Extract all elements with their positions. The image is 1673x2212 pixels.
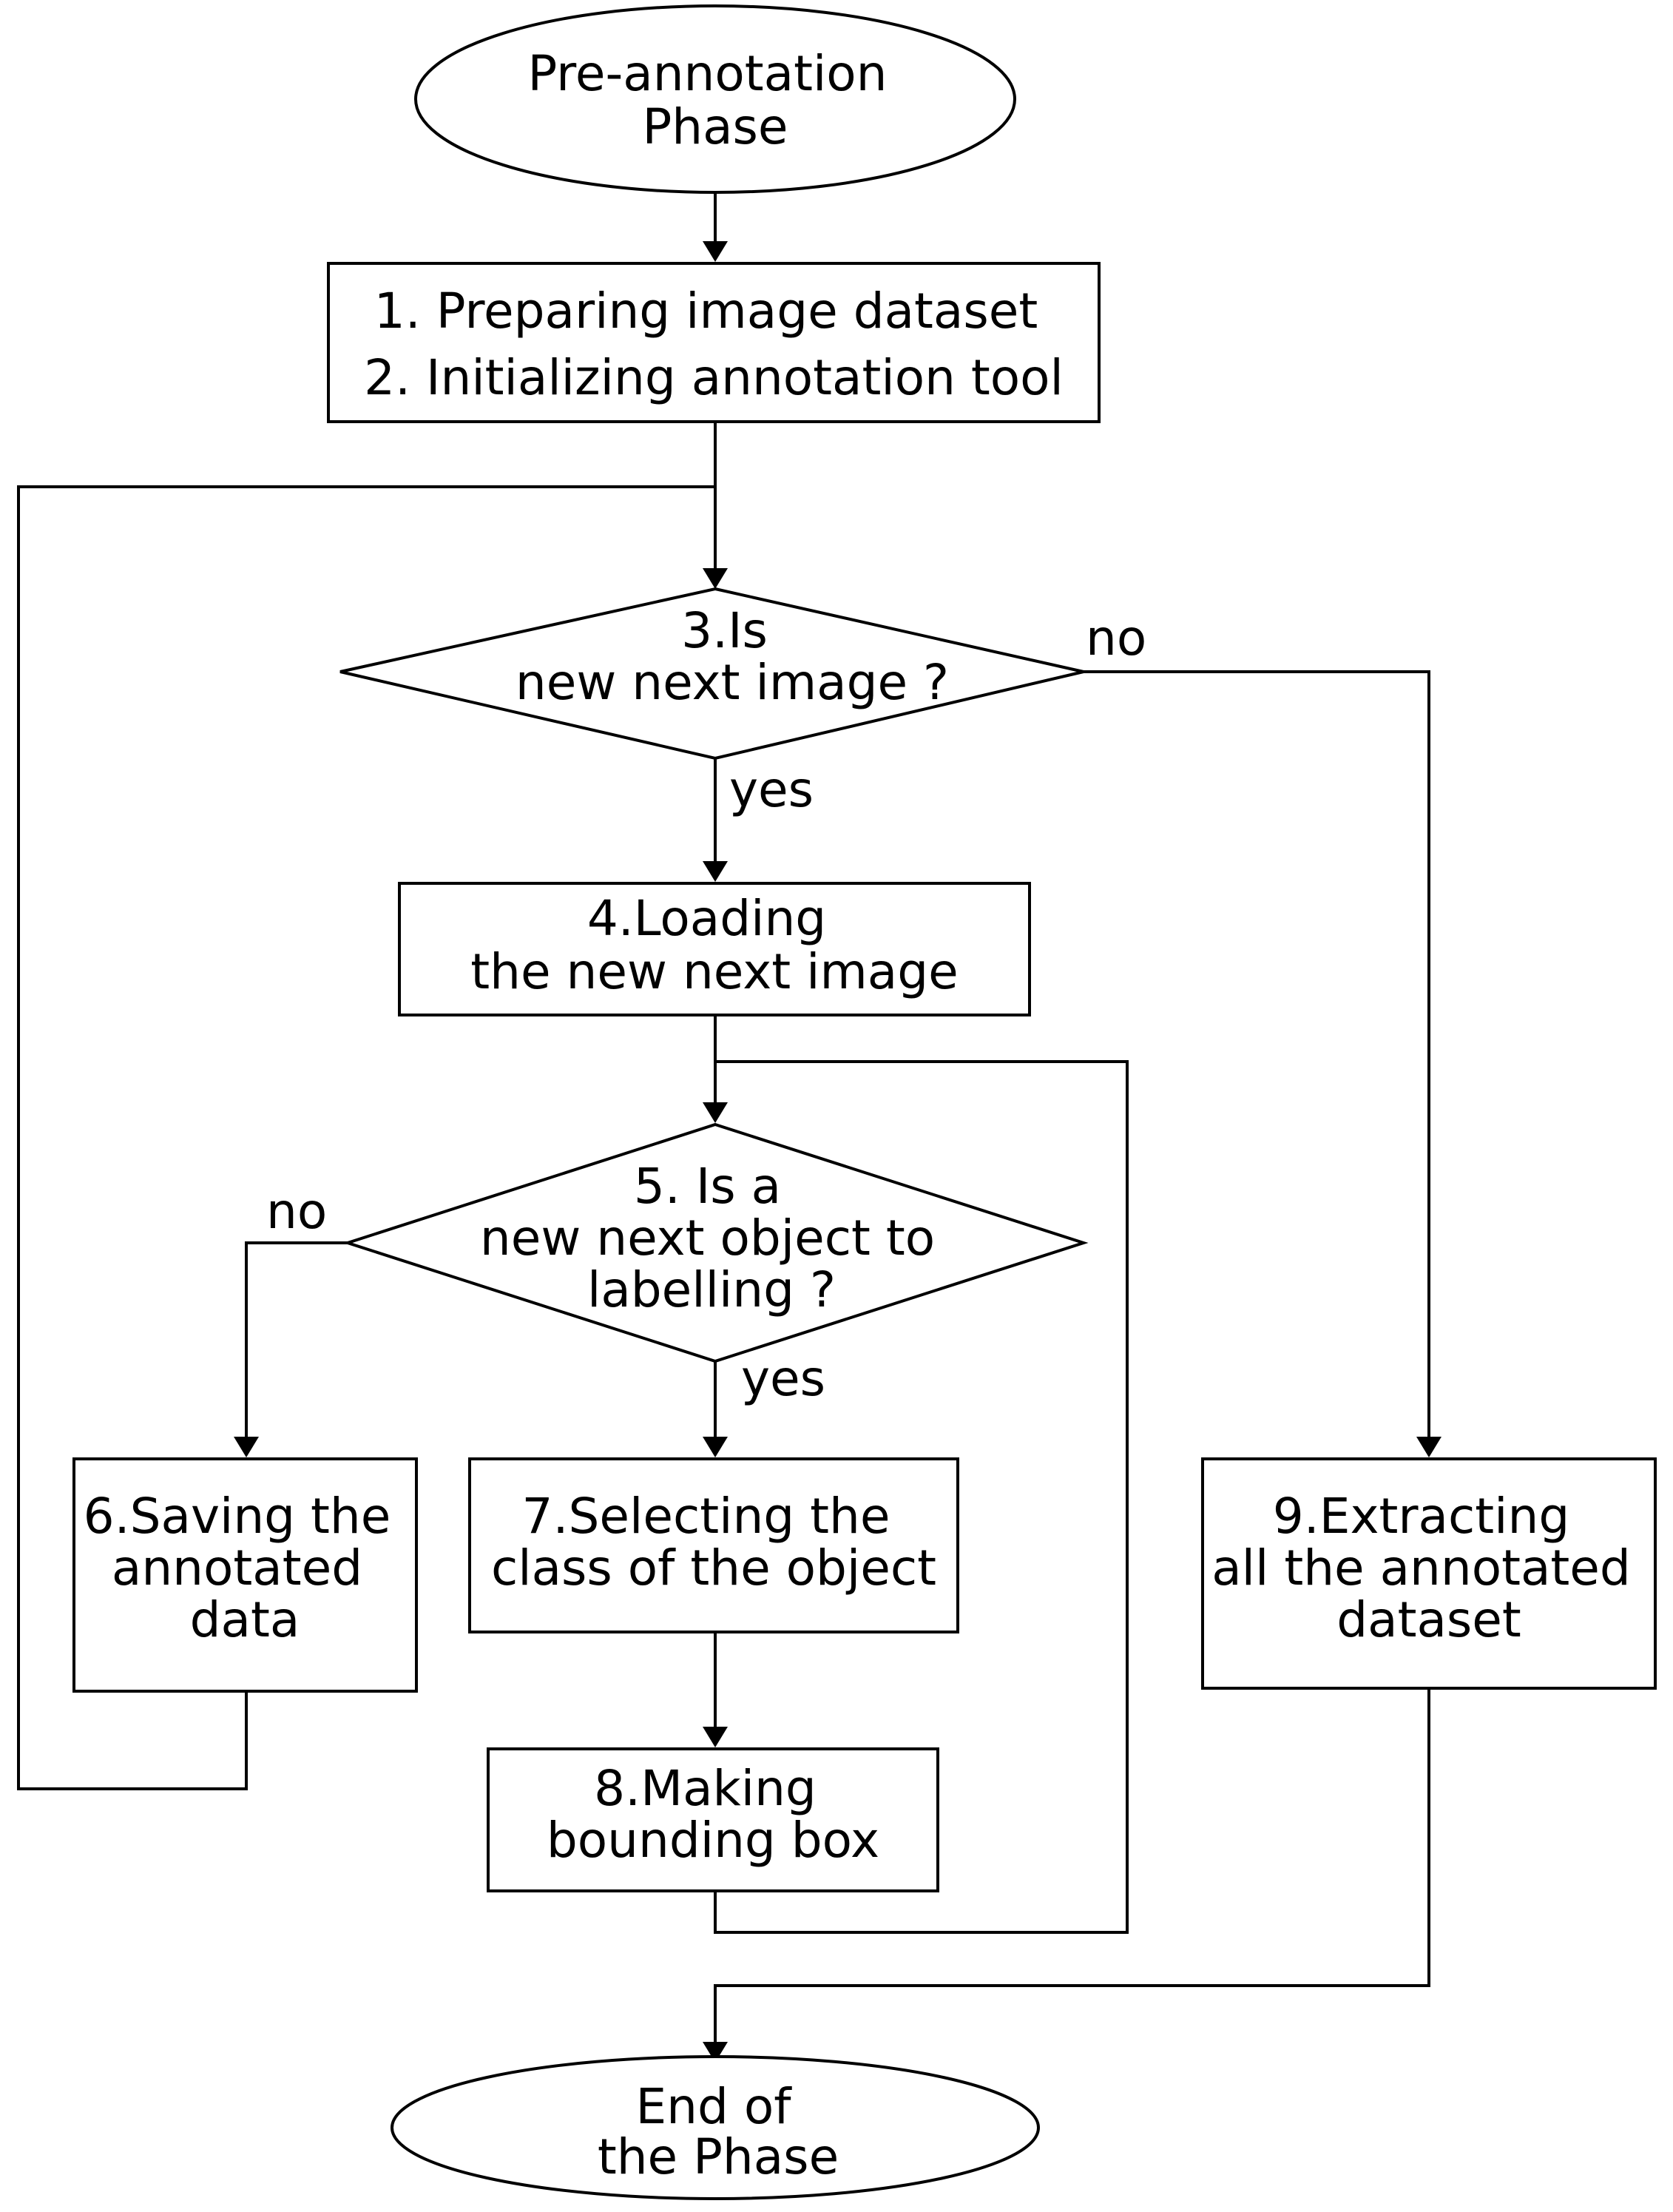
image-no-label: no (1086, 610, 1146, 667)
extract-label-line: dataset (1336, 1591, 1521, 1648)
prepare-node: 1. Preparing image dataset 2. Initializi… (327, 262, 1101, 423)
bounding-box-node: 8.Making bounding box (487, 1747, 939, 1892)
end-label: End of the Phase (598, 2078, 839, 2185)
decision-new-object-line: new next object to (480, 1210, 935, 1267)
edge-labels: no yes no yes (266, 610, 1146, 1407)
save-label-line: data (190, 1591, 300, 1648)
load-image-node: 4.Loading the new next image (398, 882, 1031, 1016)
arrowhead (703, 1437, 728, 1457)
start-label-line: Phase (642, 98, 788, 155)
decision-new-image-label: 3.Is new next image ? (516, 602, 949, 711)
decision-new-image-node: 3.Is new next image ? (339, 587, 1084, 761)
arrowhead (703, 861, 728, 882)
arrowhead (703, 1727, 728, 1747)
end-node: End of the Phase (391, 2055, 1040, 2200)
load-image-process-shape (398, 882, 1031, 1016)
arrowhead (703, 1102, 728, 1123)
load-image-label-line: 4.Loading (587, 890, 826, 947)
end-label-line: End of (635, 2078, 792, 2135)
select-class-label: 7.Selecting the class of the object (491, 1488, 936, 1596)
object-no-label: no (266, 1183, 327, 1240)
arrowhead (703, 241, 728, 262)
end-terminal-shape (391, 2055, 1040, 2200)
decision-new-image-line: 3.Is (681, 602, 768, 659)
object-yes-label: yes (741, 1350, 825, 1407)
end-label-line: the Phase (598, 2128, 839, 2185)
connectors (17, 194, 1442, 2063)
extract-process-shape (1201, 1457, 1657, 1690)
edge-extract-to-end (714, 1688, 1430, 2042)
load-image-label-line: the new next image (470, 943, 958, 1000)
save-node: 6.Saving the annotated data (72, 1457, 418, 1693)
arrowhead (1416, 1437, 1442, 1457)
select-class-process-shape (468, 1457, 959, 1633)
decision-new-object-line: labelling ? (587, 1261, 836, 1318)
save-label-line: 6.Saving the (84, 1488, 391, 1545)
extract-label-line: all the annotated (1211, 1540, 1631, 1596)
prepare-label: 1. Preparing image dataset 2. Initializi… (364, 283, 1064, 406)
image-yes-label: yes (729, 761, 814, 818)
bounding-box-label-line: 8.Making (594, 1760, 817, 1817)
bounding-box-label-line: bounding box (547, 1812, 879, 1869)
decision-new-object-node: 5. Is a new next object to labelling ? (342, 1122, 1089, 1363)
arrowhead (234, 1437, 259, 1457)
select-class-label-line: 7.Selecting the (522, 1488, 890, 1545)
select-class-node: 7.Selecting the class of the object (468, 1457, 959, 1633)
decision-new-object-shape (342, 1122, 1089, 1363)
edge-decision5-no (245, 1241, 348, 1437)
save-label-line: annotated (112, 1540, 362, 1596)
start-label-line: Pre-annotation (528, 45, 888, 102)
decision-new-object-line: 5. Is a (634, 1158, 781, 1215)
edge-boundingbox-loop-back (714, 1060, 1129, 1934)
decision-new-image-line: new next image ? (516, 654, 949, 711)
arrowhead (703, 2042, 728, 2063)
arrowhead (703, 568, 728, 589)
decision-new-image-shape (339, 587, 1084, 761)
load-image-label: 4.Loading the new next image (470, 890, 958, 1000)
extract-label: 9.Extracting all the annotated dataset (1211, 1488, 1646, 1648)
decision-new-object-label: 5. Is a new next object to labelling ? (480, 1158, 950, 1318)
extract-node: 9.Extracting all the annotated dataset (1201, 1457, 1657, 1690)
prepare-label-line: 2. Initializing annotation tool (364, 349, 1064, 406)
save-label: 6.Saving the annotated data (84, 1488, 407, 1648)
select-class-label-line: class of the object (491, 1540, 936, 1596)
edge-save-loop-back (17, 485, 715, 1790)
edge-decision3-no (1084, 670, 1430, 1437)
prepare-label-line: 1. Preparing image dataset (374, 283, 1038, 340)
bounding-box-label: 8.Making bounding box (547, 1760, 879, 1869)
extract-label-line: 9.Extracting (1273, 1488, 1569, 1545)
save-process-shape (72, 1457, 418, 1693)
prepare-process-shape (327, 262, 1101, 423)
start-node: Pre-annotation Phase (414, 4, 1016, 194)
start-terminal-shape (414, 4, 1016, 194)
bounding-box-process-shape (487, 1747, 939, 1892)
start-label: Pre-annotation Phase (528, 45, 903, 155)
